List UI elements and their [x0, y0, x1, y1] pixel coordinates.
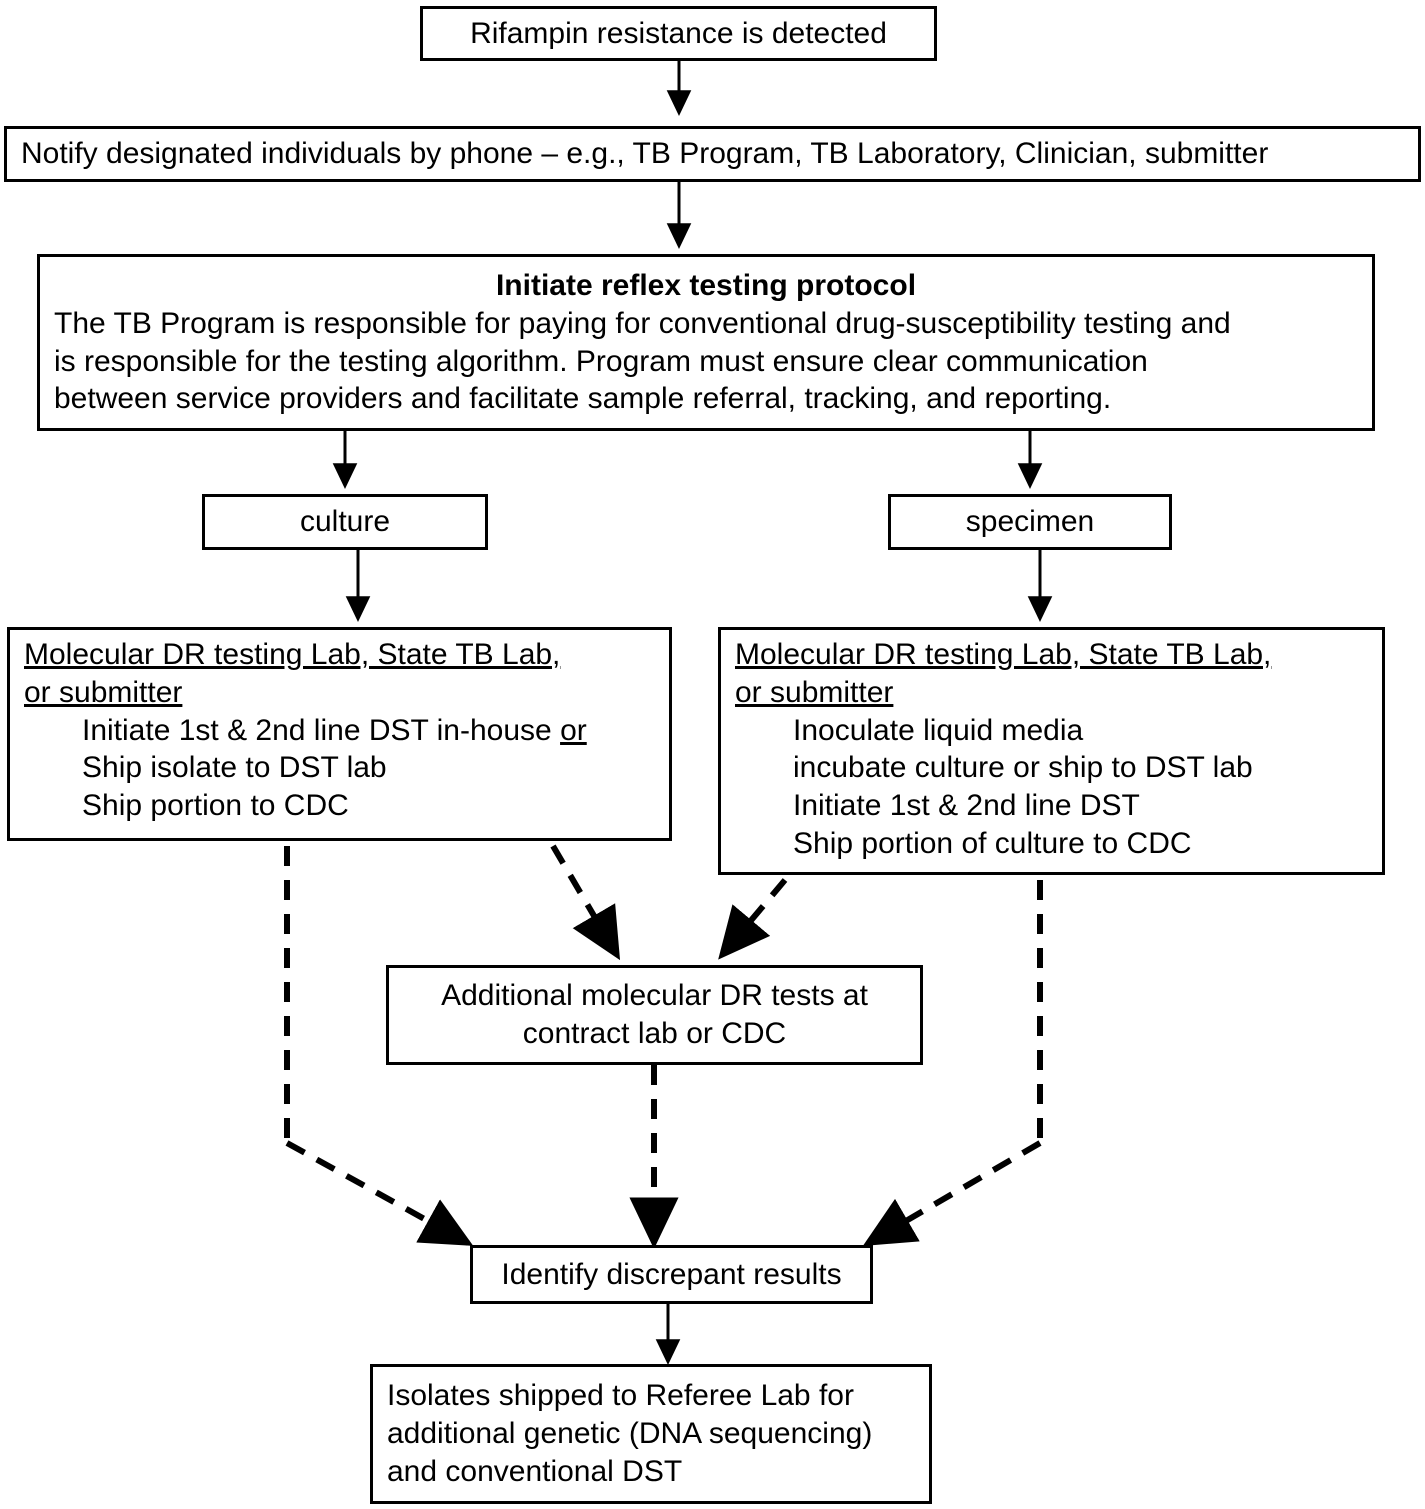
node-culture-label: culture	[299, 505, 391, 539]
node-rifampin-detected-label: Rifampin resistance is detected	[470, 16, 887, 50]
node-lab-left: Molecular DR testing Lab, State TB Lab, …	[7, 627, 672, 841]
edge-lab-right-to-discrepant	[862, 880, 1043, 1247]
node-lab-right: Molecular DR testing Lab, State TB Lab, …	[718, 627, 1385, 875]
node-specimen: specimen	[888, 494, 1172, 550]
node-lab-left-item-1: Initiate 1st & 2nd line DST in-house or	[24, 712, 587, 750]
node-identify-discrepant-results: Identify discrepant results	[470, 1245, 873, 1304]
node-lab-left-item-1-or: or	[560, 713, 587, 747]
node-reflex-protocol: Initiate reflex testing protocol The TB …	[37, 254, 1375, 431]
node-lab-left-item-1-text: Initiate 1st & 2nd line DST in-house	[82, 713, 561, 747]
node-lab-right-item-2: incubate culture or ship to DST lab	[793, 751, 1253, 785]
node-additional-tests-line-1: Additional molecular DR tests at	[441, 979, 868, 1013]
edge-lab-right-to-additional	[718, 878, 788, 960]
node-culture: culture	[202, 494, 488, 550]
node-lab-right-item-4: Ship portion of culture to CDC	[793, 826, 1192, 860]
node-reflex-protocol-body-line-2: is responsible for the testing algorithm…	[54, 344, 1148, 378]
node-referee-lab-line-2: additional genetic (DNA sequencing)	[387, 1417, 873, 1451]
node-identify-discrepant-results-label: Identify discrepant results	[501, 1257, 842, 1291]
edge-lab-left-to-discrepant	[284, 846, 474, 1246]
node-reflex-protocol-heading: Initiate reflex testing protocol	[495, 268, 917, 302]
node-reflex-protocol-body-line-3: between service providers and facilitate…	[54, 382, 1112, 416]
node-specimen-label: specimen	[965, 505, 1095, 539]
node-notify-label: Notify designated individuals by phone –…	[21, 137, 1269, 171]
node-lab-right-item-3: Initiate 1st & 2nd line DST	[793, 789, 1140, 823]
node-referee-lab-line-3: and conventional DST	[387, 1454, 683, 1488]
node-lab-right-header-line-1: Molecular DR testing Lab, State TB Lab,	[735, 638, 1272, 671]
node-referee-lab-line-1: Isolates shipped to Referee Lab for	[387, 1379, 854, 1413]
node-lab-right-item-1: Inoculate liquid media	[793, 713, 1084, 747]
node-lab-right-header-line-2: or submitter	[735, 675, 894, 709]
node-lab-left-header-line-2: or submitter	[24, 675, 183, 709]
node-notify: Notify designated individuals by phone –…	[4, 126, 1421, 182]
node-additional-tests: Additional molecular DR tests at contrac…	[386, 965, 923, 1065]
node-additional-tests-line-2: contract lab or CDC	[522, 1017, 787, 1050]
node-lab-left-item-2: Ship isolate to DST lab	[82, 751, 387, 785]
node-lab-left-item-3: Ship portion to CDC	[82, 789, 349, 823]
edge-lab-left-to-additional	[550, 844, 621, 961]
node-reflex-protocol-body-line-1: The TB Program is responsible for paying…	[54, 306, 1231, 340]
node-referee-lab: Isolates shipped to Referee Lab for addi…	[370, 1364, 932, 1504]
node-lab-left-header-line-1: Molecular DR testing Lab, State TB Lab,	[24, 638, 561, 671]
node-rifampin-detected: Rifampin resistance is detected	[420, 6, 937, 61]
